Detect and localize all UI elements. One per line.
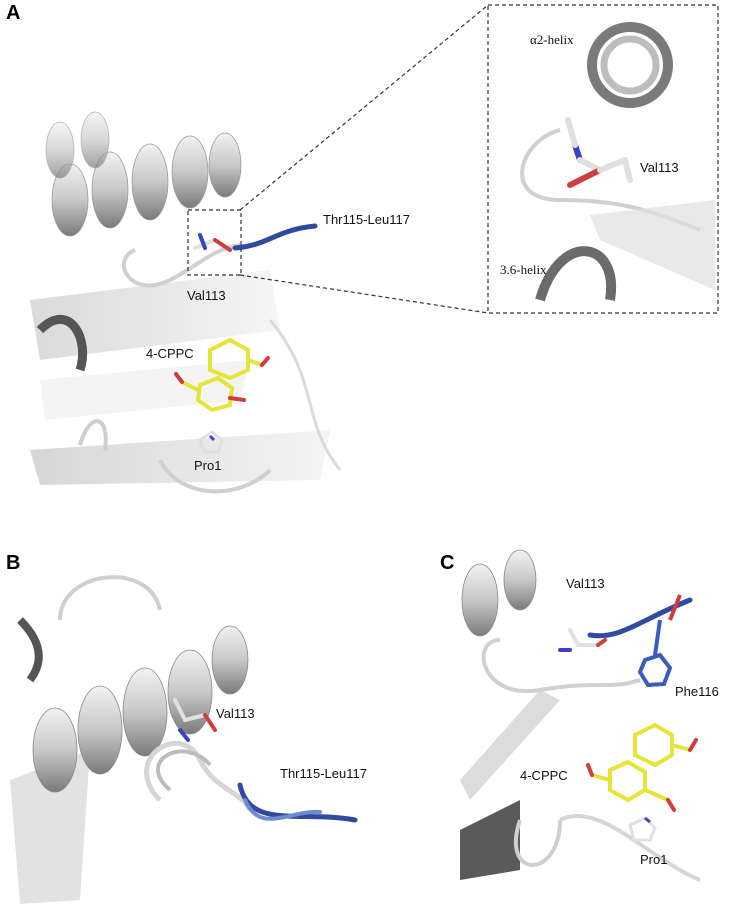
beta-sheet: [30, 270, 280, 360]
phe116-sticks: [637, 594, 682, 688]
pro1-sticks: [628, 816, 657, 842]
label-val113-inset: Val113: [640, 160, 679, 175]
label-pro1: Pro1: [194, 458, 222, 473]
loop: [513, 819, 562, 867]
label-phe116: Phe116: [675, 684, 719, 699]
helix-310: [535, 246, 617, 302]
helix-edge: [460, 800, 520, 880]
label-thr115-leu117: Thr115-Leu117: [323, 212, 410, 227]
zoom-box: [187, 209, 242, 276]
panel-letter-c: C: [440, 552, 455, 574]
label-4cppc: 4-CPPC: [146, 346, 194, 361]
panel-a-structure: [30, 4, 489, 494]
label-val113: Val113: [216, 706, 255, 721]
thr115-leu117-loop: [237, 782, 358, 823]
loop: [144, 740, 253, 812]
loop: [155, 749, 212, 792]
loop: [559, 813, 701, 882]
alpha2-helix-ring: [587, 22, 673, 108]
alpha-helix: [461, 549, 537, 637]
alpha-helix: [32, 625, 249, 793]
alpha2-helix-ring: [600, 35, 660, 95]
loop: [268, 319, 342, 471]
panel-letter-a: A: [6, 2, 21, 24]
zoom-guide-line: [239, 274, 489, 314]
ligand-4cppc: [586, 722, 698, 812]
panel-a-inset: [487, 4, 719, 314]
loop: [17, 617, 43, 683]
beta-sheet: [590, 200, 715, 290]
panel-letter-b: B: [6, 552, 21, 574]
loop: [58, 575, 162, 621]
label-alpha2-helix: α2-helix: [530, 32, 574, 47]
val113-sticks: [193, 233, 232, 252]
label-helix-310: 3.6-helix: [500, 262, 547, 277]
ligand-4cppc: [174, 337, 270, 413]
val113-sticks: [558, 628, 607, 652]
val113-inset-sticks: [565, 117, 633, 188]
panel-c-structure: [460, 549, 701, 882]
label-thr115-leu117: Thr115-Leu117: [280, 766, 367, 781]
loop: [78, 419, 108, 451]
loop: [122, 243, 241, 288]
beta-sheet: [10, 750, 90, 904]
val113-sticks: [173, 698, 217, 742]
alpha-helix: [45, 111, 110, 179]
loop: [158, 459, 272, 494]
panel-b-structure: [10, 575, 358, 904]
thr115-leu117-loop: [232, 223, 318, 251]
loop: [36, 314, 88, 372]
zoom-guide-line: [239, 4, 489, 211]
beta-sheet: [460, 690, 560, 800]
beta-sheet: [40, 360, 250, 420]
beta-sheet: [30, 430, 330, 485]
thr115-leu117-loop: [243, 798, 322, 821]
label-4cppc: 4-CPPC: [520, 768, 568, 783]
loop: [481, 638, 641, 694]
label-val113: Val113: [187, 288, 226, 303]
label-val113: Val113: [566, 576, 605, 591]
label-pro1: Pro1: [640, 852, 668, 867]
alpha-helix: [51, 132, 242, 237]
pro1-sticks: [198, 430, 224, 454]
